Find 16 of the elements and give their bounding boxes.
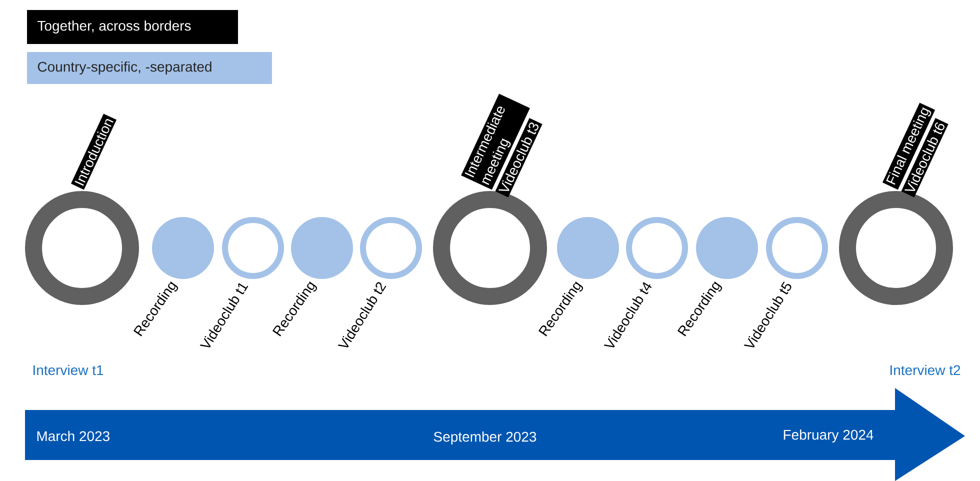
legend-item: Together, across borders (27, 10, 238, 44)
legend-item: Country-specific, -separated (27, 52, 272, 84)
ring (766, 217, 828, 279)
ring (626, 217, 688, 279)
date-label: March 2023 (37, 430, 110, 442)
date-label: February 2024 (784, 429, 874, 442)
interview-label: Interview t1 (34, 364, 104, 376)
disk (696, 217, 758, 279)
disk (152, 217, 214, 279)
date-label: September 2023 (434, 431, 536, 444)
disk (557, 217, 619, 279)
ring (360, 217, 422, 279)
ring (839, 191, 953, 305)
ring (222, 217, 284, 279)
interview-label: Interview t2 (890, 364, 960, 376)
disk (291, 217, 353, 279)
